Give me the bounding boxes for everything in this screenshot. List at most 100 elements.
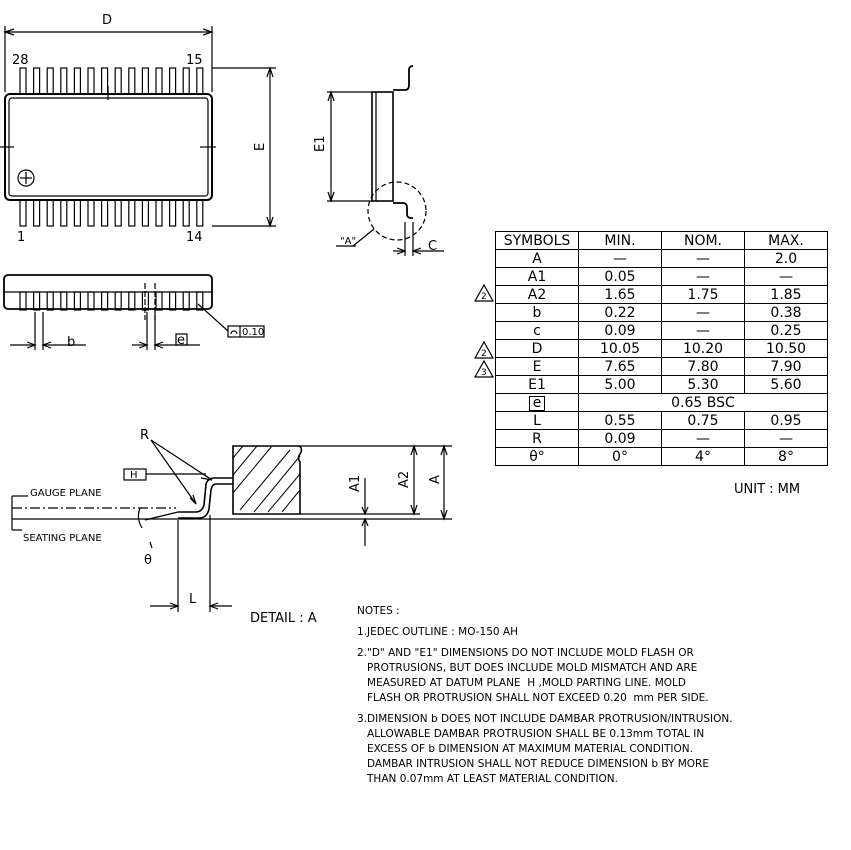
cell-nom: 10.20: [661, 339, 745, 358]
lead-pin: [100, 199, 109, 227]
cell-nom: 0.75: [661, 411, 745, 430]
cell-min: 0.09: [578, 429, 662, 448]
gauge-plane-label: GAUGE PLANE: [30, 488, 102, 499]
front-view: [3, 274, 265, 350]
lead-pin: [182, 67, 190, 95]
header-max: MAX.: [744, 231, 828, 250]
cell-nom: 1.75: [661, 285, 745, 304]
cell-min: 0.05: [578, 267, 662, 286]
cell-nom: —: [661, 267, 745, 286]
cell-symbol: c: [495, 321, 579, 340]
cell-symbol: θ°: [495, 447, 579, 466]
cell-symbol: A2: [495, 285, 579, 304]
front-view-pins: [19, 291, 204, 311]
cell-max: 0.95: [744, 411, 828, 430]
dim-b-label: b: [67, 335, 75, 350]
cell-symbol: b: [495, 303, 579, 322]
lead-pin: [128, 199, 136, 227]
lead-pin: [32, 67, 41, 95]
cell-max: 8°: [744, 447, 828, 466]
lead-pin: [155, 291, 163, 311]
table-row: A——2.0: [495, 249, 828, 268]
lead-pin: [128, 67, 136, 95]
pin-1-label: 1: [17, 230, 25, 245]
cell-nom: —: [661, 429, 745, 448]
cell-symbol: A1: [495, 267, 579, 286]
cell-symbol: E: [495, 357, 579, 376]
lead-pin: [73, 199, 82, 227]
table-row: e 0.65 BSC: [495, 393, 828, 412]
lead-pin: [60, 67, 68, 95]
cell-symbol: L: [495, 411, 579, 430]
lead-pin: [114, 67, 122, 95]
theta-label: θ: [144, 553, 152, 568]
lead-pin: [182, 199, 190, 227]
cell-max: —: [744, 267, 828, 286]
dim-l-label: L: [189, 592, 197, 607]
dim-e-label: E: [253, 143, 268, 151]
header-symbols: SYMBOLS: [495, 231, 579, 250]
flag-2-a2: 2: [481, 292, 487, 302]
cell-nom: —: [661, 321, 745, 340]
pin-28-label: 28: [12, 53, 29, 68]
table-row: θ°0°4°8°: [495, 447, 828, 466]
detail-a: [11, 439, 452, 612]
lead-pin: [196, 199, 204, 227]
flag-2-d: 2: [481, 349, 487, 359]
cell-max: —: [744, 429, 828, 448]
dim-a2-label: A2: [397, 471, 412, 488]
pin-14-label: 14: [186, 230, 203, 245]
dim-a1-label: A1: [348, 475, 363, 492]
lead-pin: [87, 199, 95, 227]
unit-label: UNIT : MM: [734, 482, 801, 497]
lead-pin: [169, 291, 177, 311]
lead-pin: [46, 291, 54, 311]
lead-pin: [60, 291, 68, 311]
lead-pin: [169, 67, 177, 95]
dim-d-label: D: [102, 13, 112, 28]
side-view: [327, 65, 444, 256]
cell-max: 1.85: [744, 285, 828, 304]
notes-block: NOTES : 1.JEDEC OUTLINE : MO-150 AH 2."D…: [357, 604, 733, 787]
top-view: [0, 26, 276, 228]
lead-pin: [60, 199, 68, 227]
cell-min: —: [578, 249, 662, 268]
notes-heading: NOTES :: [357, 605, 400, 617]
cell-min: 7.65: [578, 357, 662, 376]
cell-nom: —: [661, 303, 745, 322]
cell-symbol: E1: [495, 375, 579, 394]
datum-h-label: H: [130, 470, 138, 481]
seating-plane-label: SEATING PLANE: [23, 533, 102, 544]
radius-label: R: [140, 428, 149, 443]
lead-pin: [141, 67, 149, 95]
top-view-pins: [19, 67, 204, 227]
cell-max: 2.0: [744, 249, 828, 268]
cell-symbol: D: [495, 339, 579, 358]
note-2-line: 2."D" AND "E1" DIMENSIONS DO NOT INCLUDE…: [357, 647, 694, 659]
cell-max: 0.38: [744, 303, 828, 322]
lead-pin: [182, 291, 190, 311]
lead-pin: [196, 67, 204, 95]
table-header-row: SYMBOLS MIN. NOM. MAX.: [495, 231, 828, 250]
lead-pin: [73, 67, 82, 95]
header-min: MIN.: [578, 231, 662, 250]
cell-symbol: A: [495, 249, 579, 268]
cell-min: 0.55: [578, 411, 662, 430]
lead-pin: [19, 67, 27, 95]
cell-min: 5.00: [578, 375, 662, 394]
lead-pin: [32, 291, 41, 311]
lead-pin: [196, 291, 204, 311]
cell-max: 0.25: [744, 321, 828, 340]
lead-pin: [19, 199, 27, 227]
lead-pin: [46, 199, 54, 227]
lead-pin: [169, 199, 177, 227]
boxed-e: e: [528, 395, 546, 411]
